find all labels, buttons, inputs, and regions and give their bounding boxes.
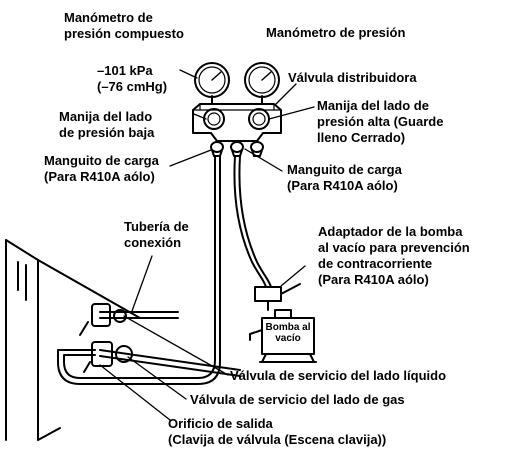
high-side-handle-label: Manija del lado de presión alta (Guarde …: [317, 98, 443, 146]
pressure-gauge: [244, 62, 280, 105]
vacuum-reading-label: –101 kPa (–76 cmHg): [97, 63, 167, 95]
vacuum-adapter-label: Adaptador de la bomba al vacío para prev…: [318, 224, 470, 288]
vacuum-adapter-line2: al vacío para prevención: [318, 240, 470, 255]
outlet-line2: (Clavija de válvula (Escena clavija)): [168, 432, 387, 447]
low-side-handle-label: Manija del lado de presión baja: [59, 109, 154, 141]
low-side-handle-line1: Manija del lado: [59, 109, 153, 124]
connection-pipe-line1: Tubería de: [124, 219, 189, 234]
hose-fittings: [210, 141, 264, 157]
low-side-handle-line2: de presión baja: [59, 125, 155, 140]
charge-hose-right-label: Manguito de carga (Para R410A aólo): [287, 162, 402, 194]
compound-gauge-label: Manómetro de presión compuesto: [64, 10, 184, 42]
vacuum-adapter: [254, 283, 301, 311]
vacuum-pump-line1: Bomba al: [265, 322, 311, 333]
compound-gauge-label-line2: presión compuesto: [64, 26, 184, 41]
charge-hose-right: [233, 155, 272, 288]
compound-gauge: [194, 62, 230, 105]
liquid-valve-label: Válvula de servicio del lado líquido: [230, 368, 447, 383]
vacuum-adapter-line1: Adaptador de la bomba: [318, 224, 463, 239]
high-side-handle-line2: presión alta (Guarde: [317, 114, 444, 129]
gas-valve-label: Válvula de servicio del lado de gas: [190, 392, 405, 407]
vacuum-adapter-line3: de contracorriente: [318, 256, 433, 271]
high-side-handle-line3: lleno Cerrado): [317, 130, 406, 145]
charge-hose-right-line2: (Para R410A aólo): [287, 178, 398, 193]
outlet-label: Orificio de salida (Clavija de válvula (…: [168, 416, 386, 448]
charge-hose-left: [57, 155, 221, 385]
charge-hose-left-label: Manguito de carga (Para R410A aólo): [44, 153, 159, 185]
high-side-handle-line1: Manija del lado de: [317, 98, 429, 113]
outdoor-unit: [5, 239, 141, 441]
high-side-handle: [248, 108, 270, 130]
compound-gauge-label-line1: Manómetro de: [64, 10, 153, 25]
outlet-line1: Orificio de salida: [168, 416, 273, 431]
vacuum-reading-line2: (–76 cmHg): [97, 79, 168, 94]
manifold-valve-label: Válvula distribuidora: [288, 70, 417, 85]
charge-hose-left-line1: Manguito de carga: [44, 153, 159, 168]
charge-hose-right-line1: Manguito de carga: [287, 162, 402, 177]
vacuum-pump-label: Bomba al vacío: [264, 322, 312, 344]
charge-hose-left-line2: (Para R410A aólo): [44, 169, 155, 184]
vacuum-adapter-line4: (Para R410A aólo): [318, 272, 429, 287]
low-side-handle: [203, 108, 225, 130]
pressure-gauge-label: Manómetro de presión: [266, 25, 406, 40]
connection-pipe-line2: conexión: [124, 235, 182, 250]
vacuum-reading-line1: –101 kPa: [97, 63, 153, 78]
connection-pipes: [99, 311, 241, 377]
vacuum-pump-line2: vacío: [275, 333, 301, 344]
liquid-side-service-valve: [79, 303, 127, 336]
connection-pipe-label: Tubería de conexión: [124, 219, 189, 251]
leader-lines: [99, 69, 315, 421]
vacuum-pump: [249, 309, 317, 363]
